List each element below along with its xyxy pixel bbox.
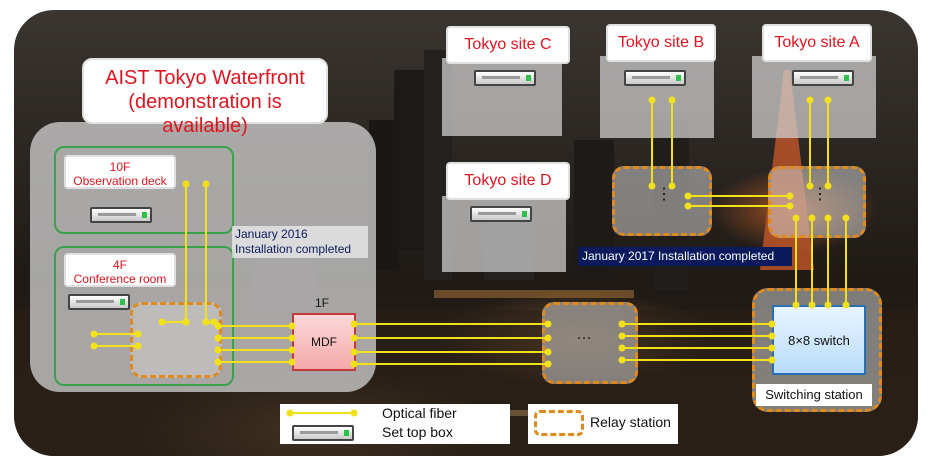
install-note-2017-text: January 2017 Installation completed [582,249,775,263]
site-c-label: Tokyo site C [446,26,570,64]
relay-station-site-a [768,166,866,238]
relay-a-dots: ⋮ [812,186,828,203]
set-top-box-site-c [474,70,536,86]
set-top-box-4f [68,294,130,310]
waterfront-title-line1: AIST Tokyo Waterfront [105,67,305,89]
floor4-label: 4F Conference room [64,253,176,287]
relay-station-central [542,302,638,384]
site-b-label-text: Tokyo site B [617,34,705,51]
waterfront-title: AIST Tokyo Waterfront (demonstration is … [82,58,328,137]
site-b-label: Tokyo site B [606,24,716,62]
switching-station-label-text: Switching station [765,387,863,402]
mdf-box: MDF [292,313,356,371]
waterfront-title-line2: (demonstration is available) [128,91,282,137]
site-d-label-text: Tokyo site D [464,172,552,189]
site-a-panel [752,56,876,138]
install-note-2016: January 2016 Installation completed [232,226,368,258]
install-note-2016-line1: January 2016 [235,227,308,241]
legend-relay-symbol [534,410,584,436]
set-top-box-10f [90,207,152,223]
install-note-2016-line2: Installation completed [235,242,352,256]
legend-optical-fiber-text: Optical fiber [382,405,457,421]
mdf-label: MDF [311,335,337,349]
legend-fiber-symbol [286,409,358,417]
floor10-label-line2: Observation deck [73,174,167,188]
floor10-label: 10F Observation deck [64,155,176,189]
set-top-box-site-b [624,70,686,86]
floor4-label-line1: 4F [112,258,127,272]
mdf-floor-label: 1F [314,296,329,310]
legend-relay-station-text: Relay station [590,414,671,430]
floor4-label-line2: Conference room [73,272,167,286]
install-note-2017: January 2017 Installation completed [578,247,792,266]
relay-station-site-b [612,166,712,236]
site-a-label: Tokyo site A [762,24,872,62]
switch-label: 8×8 switch [788,332,850,348]
switching-station-label: Switching station [756,384,872,406]
site-b-panel [600,56,714,138]
relay-b-dots: ⋮ [656,186,672,203]
set-top-box-site-a [792,70,854,86]
set-top-box-site-d [470,206,532,222]
site-c-label-text: Tokyo site C [464,36,552,53]
legend-set-top-box-text: Set top box [382,424,453,440]
site-a-label-text: Tokyo site A [774,34,860,51]
floor10-box [54,146,234,234]
switch-8x8: 8×8 switch [772,305,866,375]
floor10-label-line1: 10F [109,160,131,174]
legend-set-top-box-symbol [292,425,354,441]
floor4-box [54,246,234,386]
relay-station-waterfront [130,302,222,378]
site-d-label: Tokyo site D [446,162,570,200]
relay-central-ellipsis: … [576,326,592,343]
